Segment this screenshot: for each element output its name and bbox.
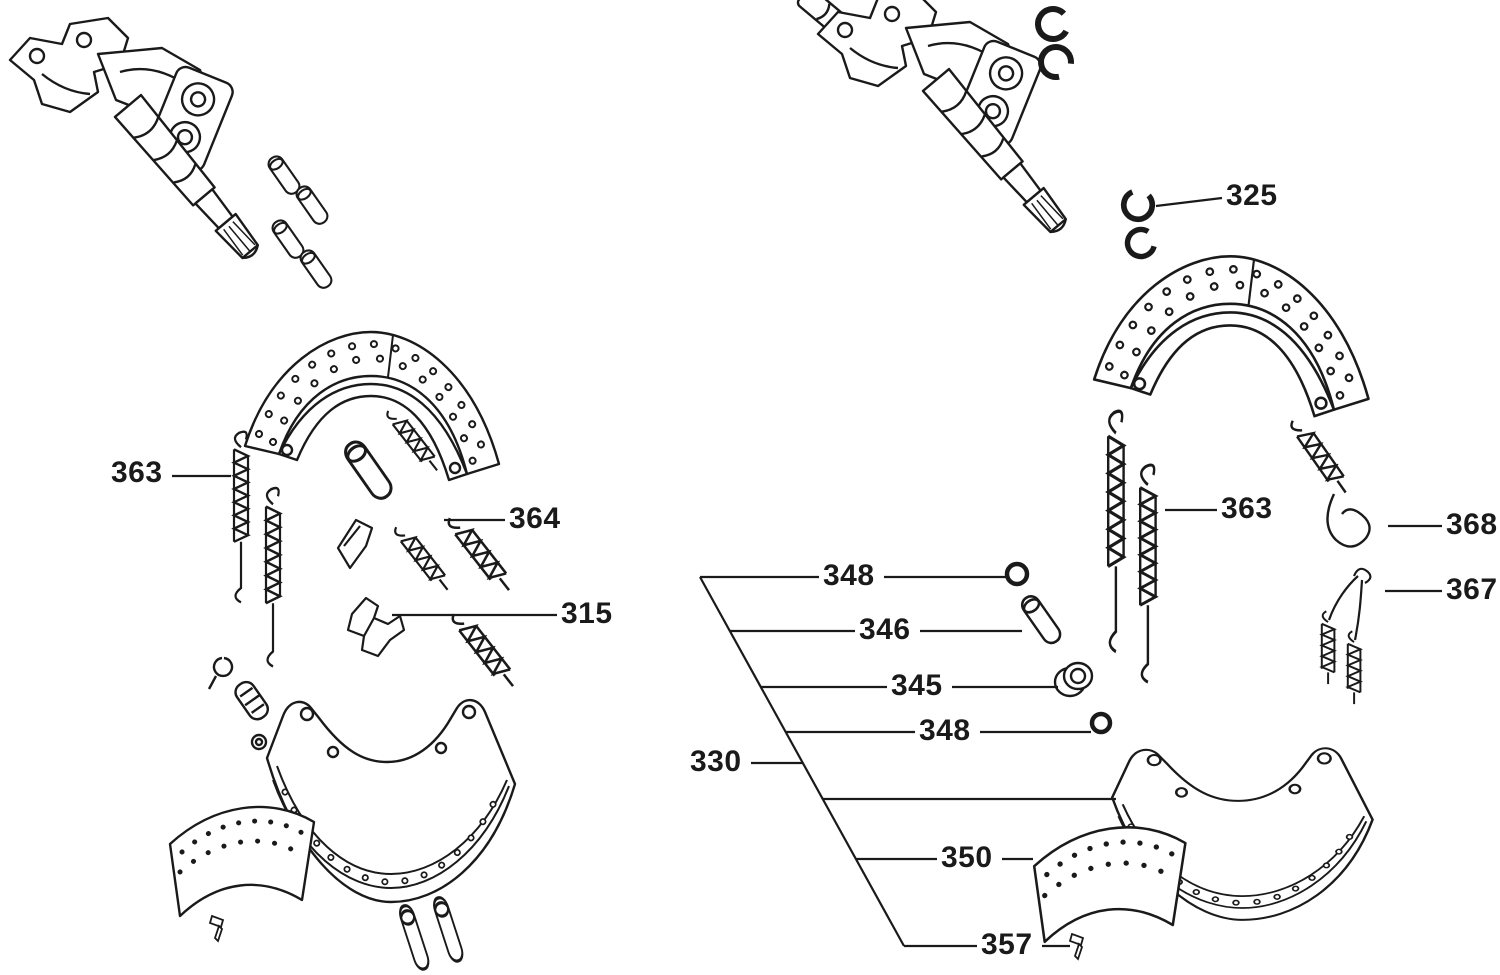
right-spring-368	[1287, 413, 1371, 548]
retainer-ring-348-lower	[1089, 711, 1113, 735]
right-screw-357	[1068, 932, 1085, 961]
part-label-345-right: 345	[891, 669, 943, 702]
part-label-325-right: 325	[1226, 179, 1278, 212]
left-return-springs-363	[232, 430, 282, 668]
left-small-hardware	[207, 656, 269, 751]
right-hardware-group-330	[1004, 561, 1113, 735]
bushing-345	[1053, 661, 1094, 698]
roller-pin-346	[1017, 591, 1065, 648]
left-camshaft-assembly	[8, 16, 336, 292]
left-screw	[208, 914, 225, 943]
leader-right-325	[1155, 196, 1223, 208]
left-retainer-clip	[336, 518, 374, 570]
left-adjuster-bracket-315	[346, 596, 406, 658]
part-label-330-right: 330	[690, 745, 742, 778]
part-label-368-right: 368	[1446, 508, 1498, 541]
right-camshaft-assembly	[796, 0, 1158, 260]
part-label-315-left: 315	[561, 597, 613, 630]
right-upper-brake-shoe	[1094, 256, 1368, 416]
part-label-367-right: 367	[1446, 573, 1498, 606]
left-lining-pad	[170, 807, 314, 916]
part-label-357-right: 357	[981, 928, 1033, 961]
left-lower-pins	[395, 894, 467, 973]
part-label-363-right: 363	[1221, 492, 1273, 525]
part-label-346-right: 346	[859, 613, 911, 646]
right-return-springs-363	[1106, 409, 1158, 684]
part-label-348-upper-right: 348	[823, 559, 875, 592]
part-label-350-right: 350	[941, 841, 993, 874]
bracket-330-diagonal	[699, 576, 905, 947]
left-anchor-pins	[264, 152, 336, 292]
right-spring-set-367	[1320, 567, 1372, 706]
left-springs-364	[391, 510, 521, 693]
part-label-364-left: 364	[509, 502, 561, 535]
right-lining-pad-350	[1034, 827, 1185, 941]
left-anchor-pin-large	[339, 436, 397, 504]
leader-lines	[172, 196, 1442, 948]
part-label-348-lower-right: 348	[919, 714, 971, 747]
part-label-363-left: 363	[111, 456, 163, 489]
retainer-ring-348-upper	[1004, 561, 1030, 587]
